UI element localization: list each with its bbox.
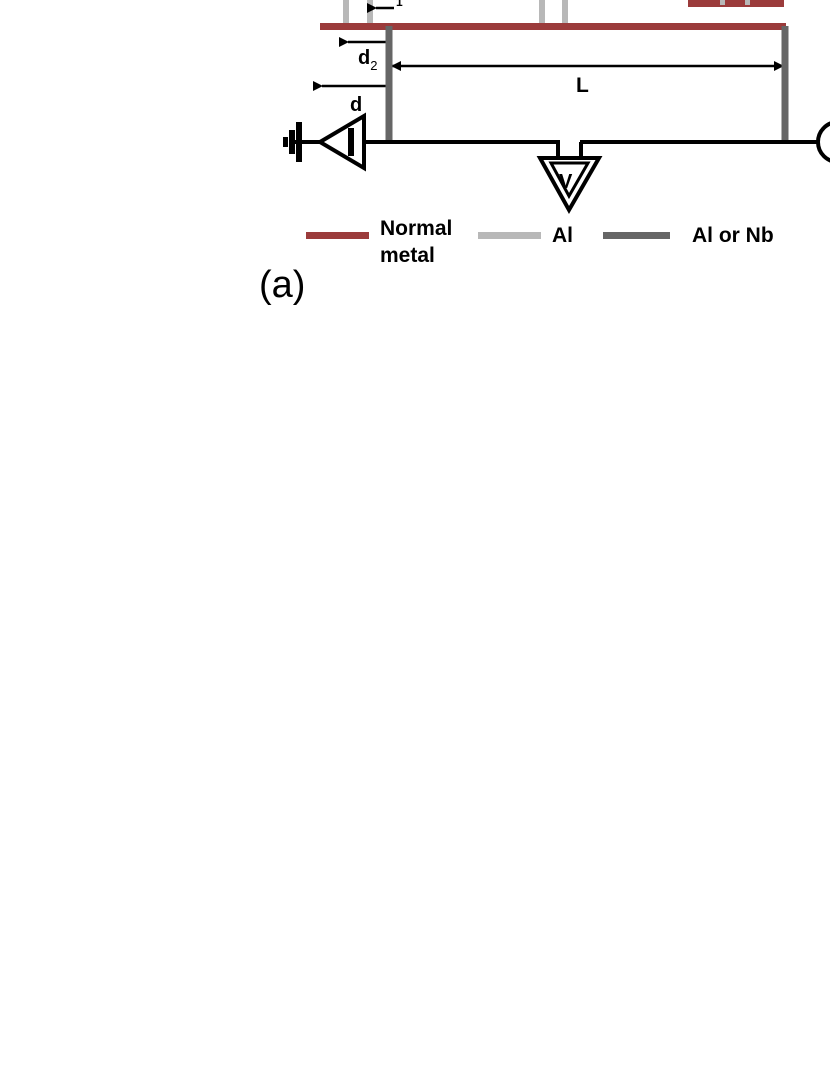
normal-metal-pad <box>688 0 784 7</box>
d2-label: d2 <box>358 47 377 73</box>
pad-gap-2 <box>745 0 750 5</box>
d-label: d <box>350 94 362 116</box>
length-label: L <box>576 74 589 97</box>
legend-swatch-al <box>478 232 541 239</box>
legend-swatch-normal-metal <box>306 232 369 239</box>
normal-metal-wire <box>320 23 786 30</box>
legend-label-al: Al <box>552 224 573 247</box>
current-source-icon <box>294 112 366 172</box>
ammeter-icon <box>816 121 830 163</box>
panel-label: (a) <box>259 264 305 306</box>
legend-swatch-al-or-nb <box>603 232 670 239</box>
legend-label-normal-metal: Normal <box>380 217 452 240</box>
voltmeter-icon: V <box>536 156 603 215</box>
legend-label-normal-metal-line2: metal <box>380 244 435 267</box>
pad-gap-1 <box>720 0 725 5</box>
voltmeter-label: V <box>559 171 573 193</box>
ground-icon <box>283 122 302 162</box>
d1-label-partial: 1 <box>396 0 403 9</box>
legend-label-al-or-nb: Al or Nb <box>692 224 774 247</box>
legend: Normal metal Al Al or Nb <box>306 217 774 267</box>
